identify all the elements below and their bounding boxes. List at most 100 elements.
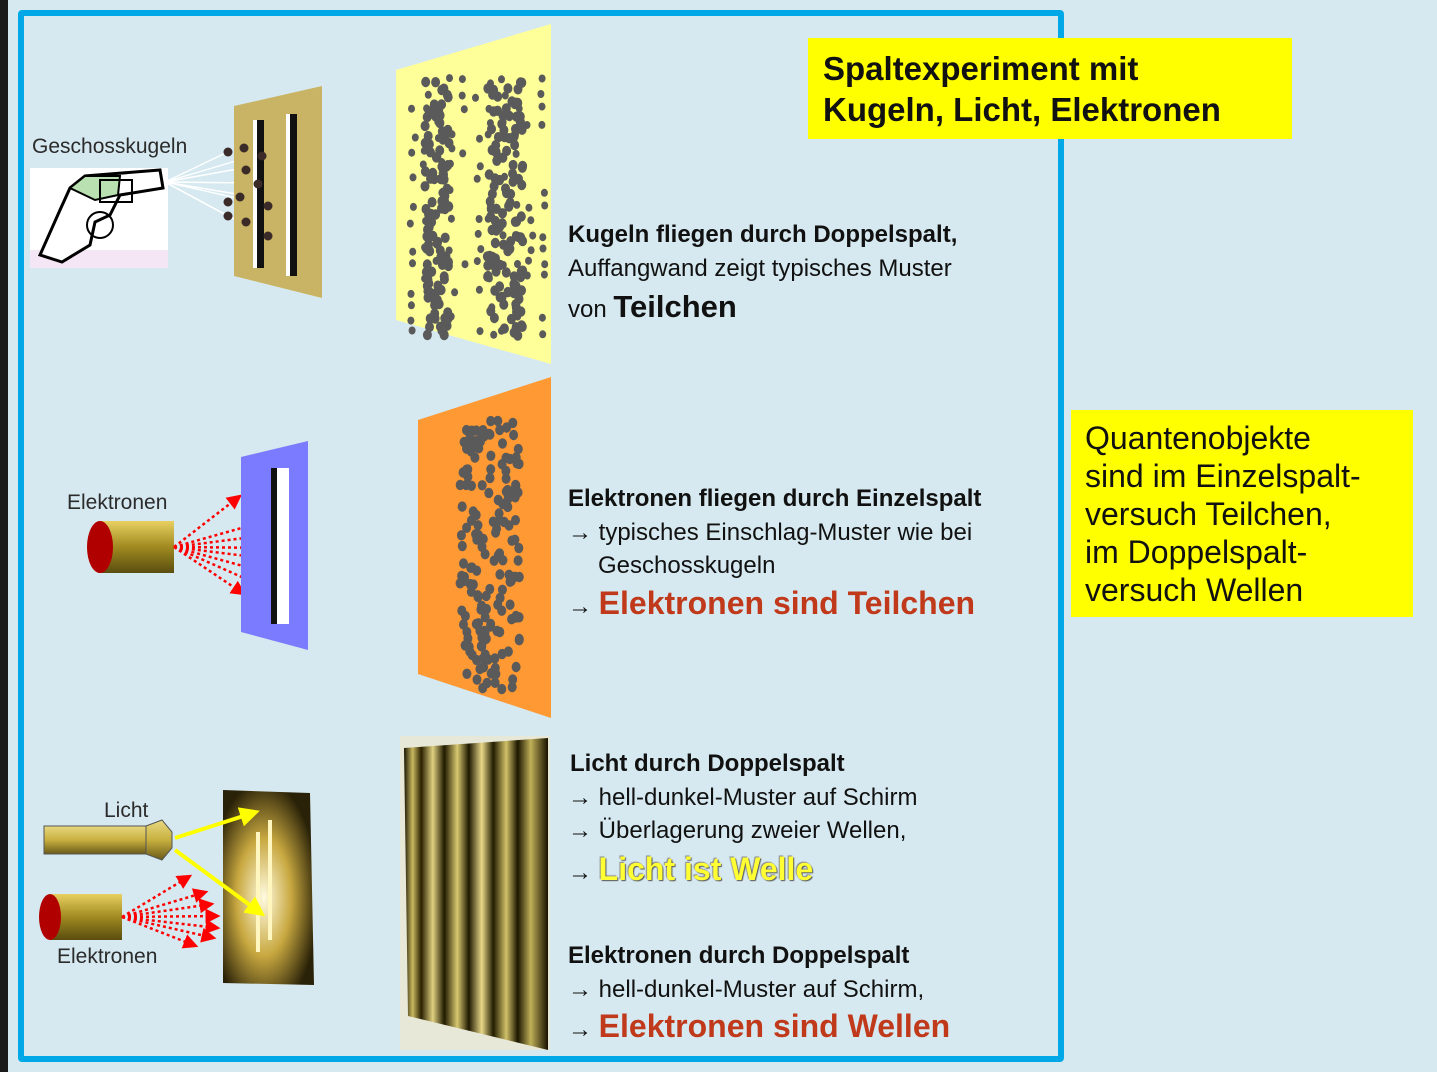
title-line-1: Spaltexperiment mit (823, 50, 1139, 87)
impact-dot (444, 201, 454, 212)
impact-dot (447, 214, 455, 223)
impact-dot (466, 515, 476, 526)
impact-dot (422, 259, 432, 270)
section1-heading: Kugeln fliegen durch Doppelspalt, (568, 221, 958, 248)
impact-dot (485, 472, 495, 484)
flashlight-icon (43, 819, 173, 861)
impact-dot (487, 144, 497, 156)
impact-dot (451, 288, 459, 297)
section2-conclusion: → Elektronen sind Teilchen (568, 586, 975, 624)
impact-dot (420, 120, 430, 132)
label-electrons-1: Elektronen (67, 491, 168, 514)
impact-dot (499, 231, 507, 240)
impact-dot (541, 260, 549, 269)
impact-dot (474, 229, 482, 238)
title-box: Spaltexperiment mit Kugeln, Licht, Elekt… (808, 38, 1292, 139)
impact-dot (516, 306, 526, 317)
impact-dot (456, 530, 466, 541)
impact-dot (435, 321, 445, 332)
impact-dot (484, 428, 494, 440)
bullet-screen (396, 24, 551, 364)
section1-prefix: von (568, 296, 614, 323)
impact-dot (481, 590, 491, 602)
impact-dot (439, 274, 449, 285)
impact-dot (517, 162, 527, 173)
impact-dot (508, 674, 518, 685)
impact-dot (527, 216, 535, 225)
impact-dot (476, 327, 484, 336)
impact-dot (462, 522, 472, 533)
title-line-2: Kugeln, Licht, Elektronen (823, 91, 1221, 128)
impact-dot (408, 148, 416, 157)
impact-dot (461, 479, 471, 491)
impact-dot (512, 149, 520, 158)
impact-dot (504, 201, 514, 212)
impact-dot (497, 605, 507, 616)
impact-dot (503, 501, 513, 513)
section3-conclusion: → Licht ist Welle (568, 852, 813, 890)
light-beams (173, 807, 266, 917)
note-line: Quantenobjekte (1085, 420, 1311, 456)
impact-dot (474, 443, 484, 454)
impact-dot (430, 313, 440, 324)
impact-dot (446, 74, 453, 83)
section3-line2: → hell-dunkel-Muster auf Schirm (568, 784, 918, 811)
impact-dot (510, 216, 520, 227)
impact-dot (487, 123, 496, 135)
impact-dot (513, 200, 521, 209)
impact-dot (503, 83, 513, 94)
impact-dot (482, 603, 491, 615)
impact-dot (442, 89, 452, 101)
impact-dot (517, 321, 527, 332)
impact-dot (437, 251, 447, 262)
impact-dot (493, 132, 503, 143)
impact-dot (408, 326, 416, 335)
section1-line3: von Teilchen (568, 290, 737, 327)
conclusion-text: Licht ist Welle (598, 851, 814, 887)
impact-dot (510, 492, 520, 503)
impact-dot (507, 681, 517, 693)
impact-dot (517, 124, 527, 135)
impact-dot (511, 299, 521, 310)
impact-dot (463, 471, 473, 482)
conclusion-text: Elektronen sind Teilchen (598, 585, 976, 621)
impact-dot (475, 285, 483, 294)
section2-heading: Elektronen fliegen durch Einzelspalt (568, 485, 982, 512)
impact-dot (425, 321, 434, 333)
electron-screen (418, 377, 551, 718)
impact-dot (504, 110, 514, 122)
impact-dot (491, 225, 501, 236)
impact-dot (439, 174, 449, 185)
impact-dot (498, 438, 507, 449)
impact-dot (484, 487, 494, 499)
impact-dot (505, 453, 515, 465)
impact-dot (517, 179, 527, 191)
impact-dot (458, 91, 466, 100)
double-slit-glow-plate (223, 790, 314, 985)
impact-dot (463, 464, 473, 475)
impact-dot (507, 535, 517, 546)
impact-dot (517, 285, 526, 296)
impact-dot (478, 682, 488, 694)
impact-dot (490, 285, 500, 296)
impact-dot (499, 323, 509, 334)
electron-rays-2 (121, 874, 221, 949)
impact-dot (407, 301, 415, 310)
label-electrons-2: Elektronen (57, 945, 158, 968)
impact-dot (486, 203, 496, 215)
impact-dot (409, 202, 417, 211)
note-line: sind im Einzelspalt- (1085, 458, 1361, 494)
impact-dot (476, 162, 484, 171)
impact-dot (486, 464, 496, 475)
impact-dot (502, 422, 512, 433)
note-line: versuch Wellen (1085, 572, 1304, 608)
impact-dot (425, 246, 435, 257)
impact-dot (407, 316, 415, 325)
impact-dot (501, 267, 511, 278)
impact-dot (475, 663, 485, 675)
left-edge-bar (0, 0, 8, 1072)
impact-dot (472, 534, 482, 545)
impact-dot (509, 429, 519, 441)
impact-dot (477, 480, 487, 491)
electron-gun-icon (87, 521, 174, 573)
